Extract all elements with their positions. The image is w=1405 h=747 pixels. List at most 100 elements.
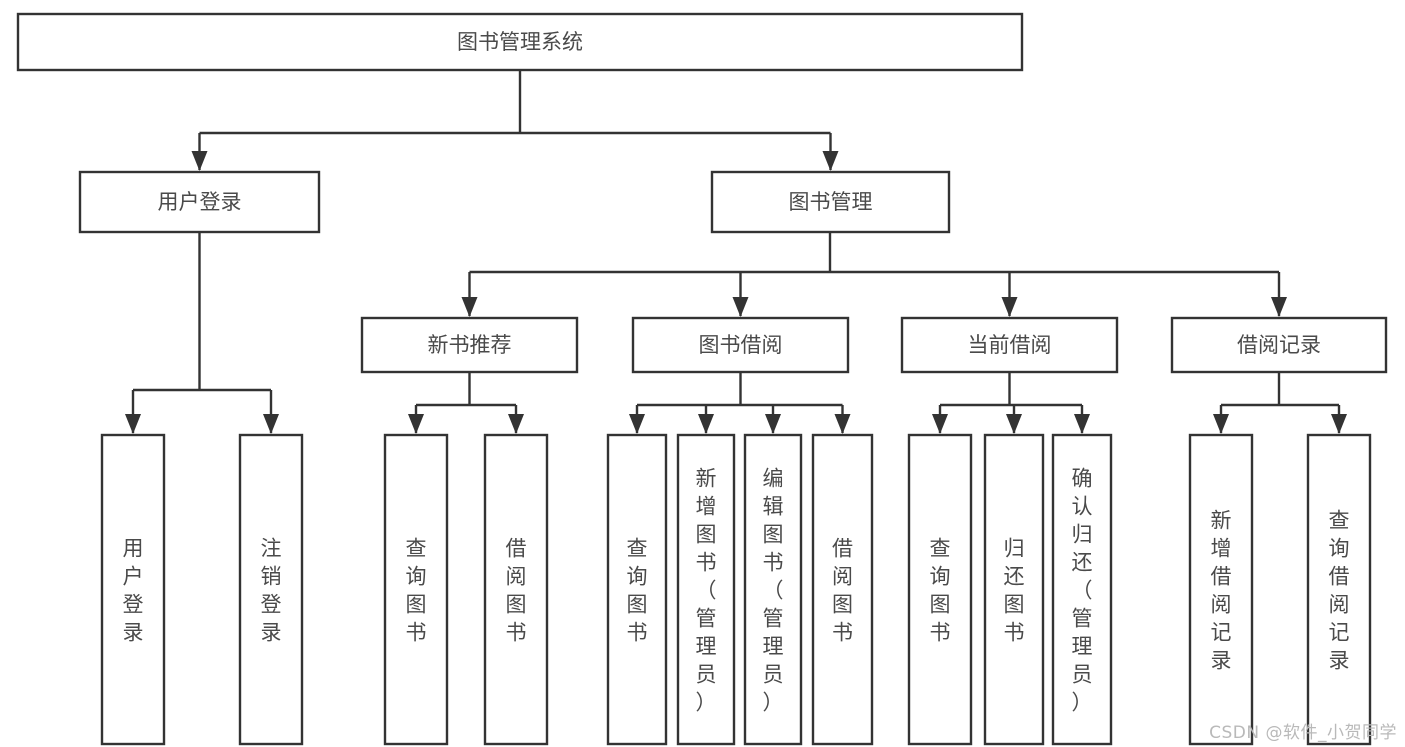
node-borrow-record[interactable]	[1170, 316, 1388, 374]
svg-text:增: 增	[1211, 537, 1232, 561]
arrow-to-leaf-add-record	[1213, 414, 1229, 434]
svg-text:询: 询	[406, 565, 427, 589]
svg-text:归: 归	[1004, 537, 1025, 561]
svg-text:员: 员	[763, 663, 784, 687]
node-leaf-return-book[interactable]	[983, 433, 1045, 746]
svg-text:登: 登	[123, 593, 144, 617]
arrow-to-leaf-query-record	[1331, 414, 1347, 434]
node-current-borrow[interactable]	[900, 316, 1119, 374]
svg-text:阅: 阅	[832, 565, 853, 589]
arrow-to-leaf-return-book	[1006, 414, 1022, 434]
node-leaf-user-logout[interactable]	[238, 433, 304, 746]
svg-text:）: ）	[1072, 691, 1093, 715]
node-leaf-user-login[interactable]	[100, 433, 166, 746]
svg-text:理: 理	[763, 635, 784, 659]
node-leaf-query-book-2[interactable]	[606, 433, 668, 746]
svg-text:户: 户	[123, 565, 144, 589]
node-leaf-query-book-3[interactable]	[907, 433, 973, 746]
svg-text:还: 还	[1004, 565, 1025, 589]
arrow-to-current-borrow	[1001, 297, 1018, 317]
node-leaf-borrow-book-2[interactable]	[811, 433, 874, 746]
svg-text:管: 管	[696, 607, 717, 631]
svg-text:图: 图	[832, 593, 853, 617]
svg-text:图: 图	[930, 593, 951, 617]
svg-text:确: 确	[1072, 467, 1093, 491]
node-book-borrow[interactable]	[631, 316, 850, 374]
svg-text:录: 录	[1211, 649, 1232, 673]
node-current-borrow-label: 当前借阅	[968, 333, 1052, 357]
node-leaf-edit-book[interactable]	[743, 433, 803, 746]
arrow-to-user-login	[191, 151, 208, 171]
svg-text:图: 图	[627, 593, 648, 617]
arrow-to-leaf-query-book-2	[629, 414, 645, 434]
svg-text:查: 查	[930, 537, 951, 561]
svg-text:）: ）	[763, 691, 784, 715]
svg-text:书: 书	[930, 621, 951, 645]
svg-text:辑: 辑	[763, 495, 784, 519]
labels-layer: 图书管理系统用户登录图书管理新书推荐图书借阅当前借阅借阅记录用户登录注销登录查询…	[123, 30, 1350, 715]
svg-text:图: 图	[696, 523, 717, 547]
svg-text:阅: 阅	[506, 565, 527, 589]
connectors-layer	[125, 70, 1347, 434]
node-borrow-record-label: 借阅记录	[1237, 333, 1321, 357]
node-root[interactable]	[16, 12, 1024, 72]
arrow-to-leaf-confirm-return	[1074, 414, 1090, 434]
node-leaf-query-record[interactable]	[1306, 433, 1372, 746]
svg-text:查: 查	[627, 537, 648, 561]
svg-text:借: 借	[506, 537, 527, 561]
svg-text:书: 书	[832, 621, 853, 645]
svg-text:新: 新	[696, 467, 717, 491]
svg-text:图: 图	[506, 593, 527, 617]
arrow-to-leaf-borrow-book-2	[834, 414, 851, 434]
svg-text:理: 理	[1072, 635, 1093, 659]
svg-text:还: 还	[1072, 551, 1093, 575]
node-leaf-add-book[interactable]	[676, 433, 736, 746]
node-user-login[interactable]	[78, 170, 321, 234]
svg-text:书: 书	[506, 621, 527, 645]
svg-text:图: 图	[406, 593, 427, 617]
arrow-to-leaf-query-book-3	[932, 414, 948, 434]
svg-text:增: 增	[696, 495, 717, 519]
svg-text:询: 询	[930, 565, 951, 589]
node-leaf-query-book-1[interactable]	[383, 433, 449, 746]
svg-text:销: 销	[261, 565, 282, 589]
arrow-to-leaf-add-book	[698, 414, 714, 434]
node-new-book-rec[interactable]	[360, 316, 579, 374]
svg-text:（: （	[1072, 579, 1093, 603]
svg-text:登: 登	[261, 593, 282, 617]
svg-text:阅: 阅	[1329, 593, 1350, 617]
svg-text:借: 借	[1211, 565, 1232, 589]
svg-text:）: ）	[696, 691, 717, 715]
svg-text:管: 管	[763, 607, 784, 631]
svg-text:（: （	[696, 579, 717, 603]
svg-text:借: 借	[832, 537, 853, 561]
arrow-to-book-manage	[822, 151, 839, 171]
node-leaf-borrow-book-1[interactable]	[483, 433, 549, 746]
node-book-manage[interactable]	[710, 170, 951, 234]
svg-text:编: 编	[763, 467, 784, 491]
svg-text:书: 书	[1004, 621, 1025, 645]
node-leaf-user-login-label: 用户登录	[123, 537, 144, 645]
arrow-to-leaf-query-book-1	[408, 414, 424, 434]
node-leaf-add-record[interactable]	[1188, 433, 1254, 746]
csdn-watermark: CSDN @软件_小贺同学	[1209, 723, 1397, 743]
arrow-to-leaf-borrow-book-1	[508, 414, 524, 434]
svg-text:图: 图	[763, 523, 784, 547]
svg-text:（: （	[763, 579, 784, 603]
node-leaf-confirm-return[interactable]	[1051, 433, 1113, 746]
svg-text:录: 录	[1329, 649, 1350, 673]
node-user-login-label: 用户登录	[158, 190, 242, 214]
node-book-borrow-label: 图书借阅	[699, 333, 783, 357]
svg-text:员: 员	[1072, 663, 1093, 687]
svg-text:查: 查	[406, 537, 427, 561]
